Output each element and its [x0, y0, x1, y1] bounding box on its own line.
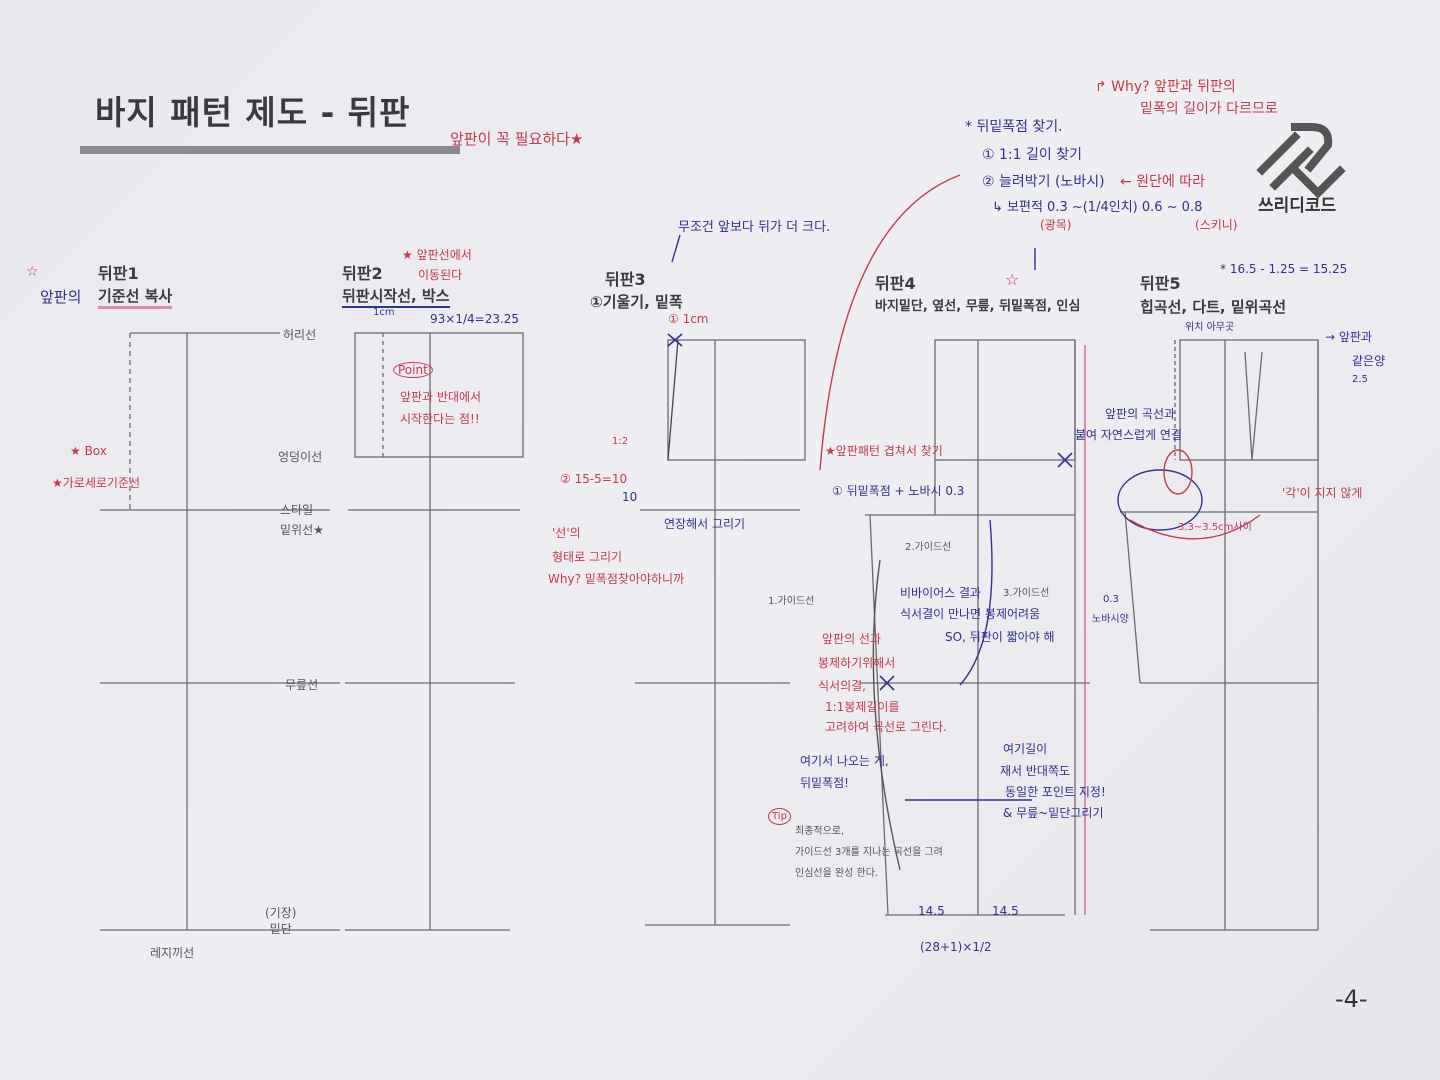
panel-5-no-angle: '각'이 지지 않게	[1282, 486, 1363, 500]
tip-badge: Tip	[768, 808, 791, 825]
panel-2-note-3: 앞판과 반대에서	[400, 390, 482, 404]
back-bigger-note: 무조건 앞보다 뒤가 더 크다.	[678, 220, 831, 235]
panel-4-note-point: ① 뒤밑폭점 + 노바시 0.3	[832, 484, 965, 498]
step-2-note: ← 원단에 따라	[1120, 174, 1206, 190]
waist-line-label: 허리선	[283, 328, 317, 342]
panel-5-0-3: 0.3	[1103, 594, 1119, 605]
panel-4-note-10: 식서의결,	[818, 679, 866, 693]
star-icon: ☆	[1005, 270, 1020, 289]
panel-5-subtitle: 힙곡선, 다트, 밑위곡선	[1140, 298, 1287, 316]
panel-3-note-2: 형태로 그리기	[552, 550, 623, 564]
panel-1-subtitle: 기준선 복사	[98, 285, 173, 309]
panel-3-calc: ② 15-5=10	[560, 472, 628, 486]
panel-3-extend: 연장해서 그리기	[664, 517, 746, 531]
panel-4-note-8: 앞판의 선과	[822, 632, 882, 646]
logo-mark-icon	[1256, 123, 1346, 199]
panel-4-note-5: 비바이어스 결과	[900, 586, 982, 600]
logo: 쓰리디코드	[1250, 115, 1360, 216]
panel-2-calc: 93×1/4=23.25	[430, 312, 520, 326]
panel-3-1cm: ① 1cm	[668, 312, 709, 326]
panel-5-note-curve-2: 붙여 자연스럽게 연결	[1075, 428, 1182, 442]
panel-5-note-anywhere: 위치 아무곳	[1185, 322, 1235, 333]
why-note: ↱ Why? 앞판과 뒤판의	[1095, 79, 1236, 95]
box-note: ★ Box	[70, 444, 107, 458]
panel-4-note-20: 최종적으로,	[795, 826, 845, 837]
panel-4-note-11: 1:1봉제길이를	[825, 700, 900, 714]
panel-3-why: Why? 밑폭점찾아야하니까	[548, 572, 685, 586]
knee-line-label: 무릎선	[285, 678, 319, 692]
panel-5-note-same-2: 같은양	[1352, 354, 1386, 368]
hem-below-label: 레지끼선	[150, 946, 195, 960]
panel-4-note-14: 뒤밑폭점!	[800, 776, 849, 790]
panel-2-subtitle: 뒤판시작선, 박스	[342, 285, 450, 308]
step-3: ↳ 보편적 0.3 ~(1/4인치) 0.6 ~ 0.8	[992, 200, 1203, 215]
guide-2: 2.가이드선	[905, 542, 952, 553]
width-right: 14.5	[992, 904, 1019, 918]
panel-2-note-1: ★ 앞판선에서	[402, 248, 472, 262]
panel-5-note-same-1: → 앞판과	[1325, 330, 1372, 344]
step-3-a: (광목)	[1040, 218, 1072, 232]
panel-4-subtitle: 바지밑단, 옆선, 무릎, 뒤밑폭점, 인심	[875, 299, 1081, 314]
panel-4-note-overlap: ★앞판패턴 겹쳐서 찾기	[825, 444, 943, 458]
panel-5-label: 뒤판5	[1140, 274, 1181, 293]
panel-4-note-17: 동일한 포인트 지정!	[1005, 785, 1106, 799]
panel-5-nobashi: 노바시양	[1092, 614, 1129, 625]
title-underline	[80, 146, 460, 154]
why-note-2: 밑폭의 길이가 다르므로	[1140, 101, 1278, 117]
panel-5-note-curve-1: 앞판의 곡선과	[1105, 407, 1176, 421]
panel-3-label: 뒤판3	[605, 270, 646, 289]
width-formula: (28+1)×1/2	[920, 940, 992, 954]
panel-3-10: 10	[622, 490, 638, 504]
panel-2-note-4: 시작한다는 점!!	[400, 412, 480, 426]
panel-4-note-13: 여기서 나오는 게,	[800, 754, 889, 768]
panel-3-note-1: '선'의	[552, 526, 581, 540]
panel-2-1cm: 1cm	[373, 307, 395, 318]
panel-4-note-16: 재서 반대쪽도	[1000, 764, 1071, 778]
panel-1-label: 뒤판1	[98, 264, 139, 283]
back-crotch-heading: * 뒤밑폭점 찾기.	[965, 119, 1063, 135]
guide-1: 1.가이드선	[768, 596, 815, 607]
panel-5-2-5: 2.5	[1352, 374, 1368, 385]
step-3-b: (스키니)	[1195, 218, 1238, 232]
step-1: ① 1:1 길이 찾기	[982, 147, 1082, 163]
panel-4-note-21: 가이드선 3개를 지나는 곡선을 그려	[795, 847, 943, 858]
point-badge: Point	[393, 362, 433, 378]
panel-4-note-12: 고려하여 곡선로 그린다.	[825, 720, 947, 734]
panel-4-note-15: 여기길이	[1003, 742, 1048, 756]
page-title: 바지 패턴 제도 - 뒤판	[95, 93, 411, 132]
hip-line-label: 엉덩이선	[278, 450, 323, 464]
panel-4-label: 뒤판4	[875, 274, 916, 293]
panel-4-note-6: 식서결이 만나면 봉제어려움	[900, 607, 1041, 621]
title-note: 앞판이 꼭 필요하다★	[450, 130, 584, 148]
panel-4-note-9: 봉제하기위해서	[818, 656, 896, 670]
panel-2-label: 뒤판2	[342, 264, 383, 283]
panel-3-subtitle: ①기울기, 밑폭	[590, 293, 683, 311]
panel-5-calc: * 16.5 - 1.25 = 15.25	[1220, 262, 1348, 276]
baseline-note: ★가로세로기준선	[52, 476, 141, 490]
hem-line-label: (기장) 밑단	[265, 906, 297, 936]
crotch-line-label: 스타일 밑위선★	[280, 503, 324, 537]
page-number: -4-	[1335, 985, 1368, 1013]
panel-4-note-7: SO, 뒤판이 짧아야 해	[945, 630, 1055, 644]
logo-text: 쓰리디코드	[1258, 196, 1337, 216]
panel-3-ratio: 1:2	[612, 436, 629, 447]
guide-3: 3.가이드선	[1003, 588, 1050, 599]
star-icon: ☆	[26, 264, 39, 280]
panel-4-note-22: 인심선을 완성 한다.	[795, 868, 879, 879]
step-2: ② 늘려박기 (노바시)	[982, 174, 1105, 190]
panel-4-note-18: & 무릎~밑단그리기	[1003, 806, 1104, 820]
panel-1-prefix: 앞판의	[40, 288, 82, 306]
panel-2-note-2: 이동된다	[418, 268, 463, 282]
panel-5-range: 3.3~3.5cm사이	[1178, 522, 1252, 533]
width-left: 14.5	[918, 904, 945, 918]
